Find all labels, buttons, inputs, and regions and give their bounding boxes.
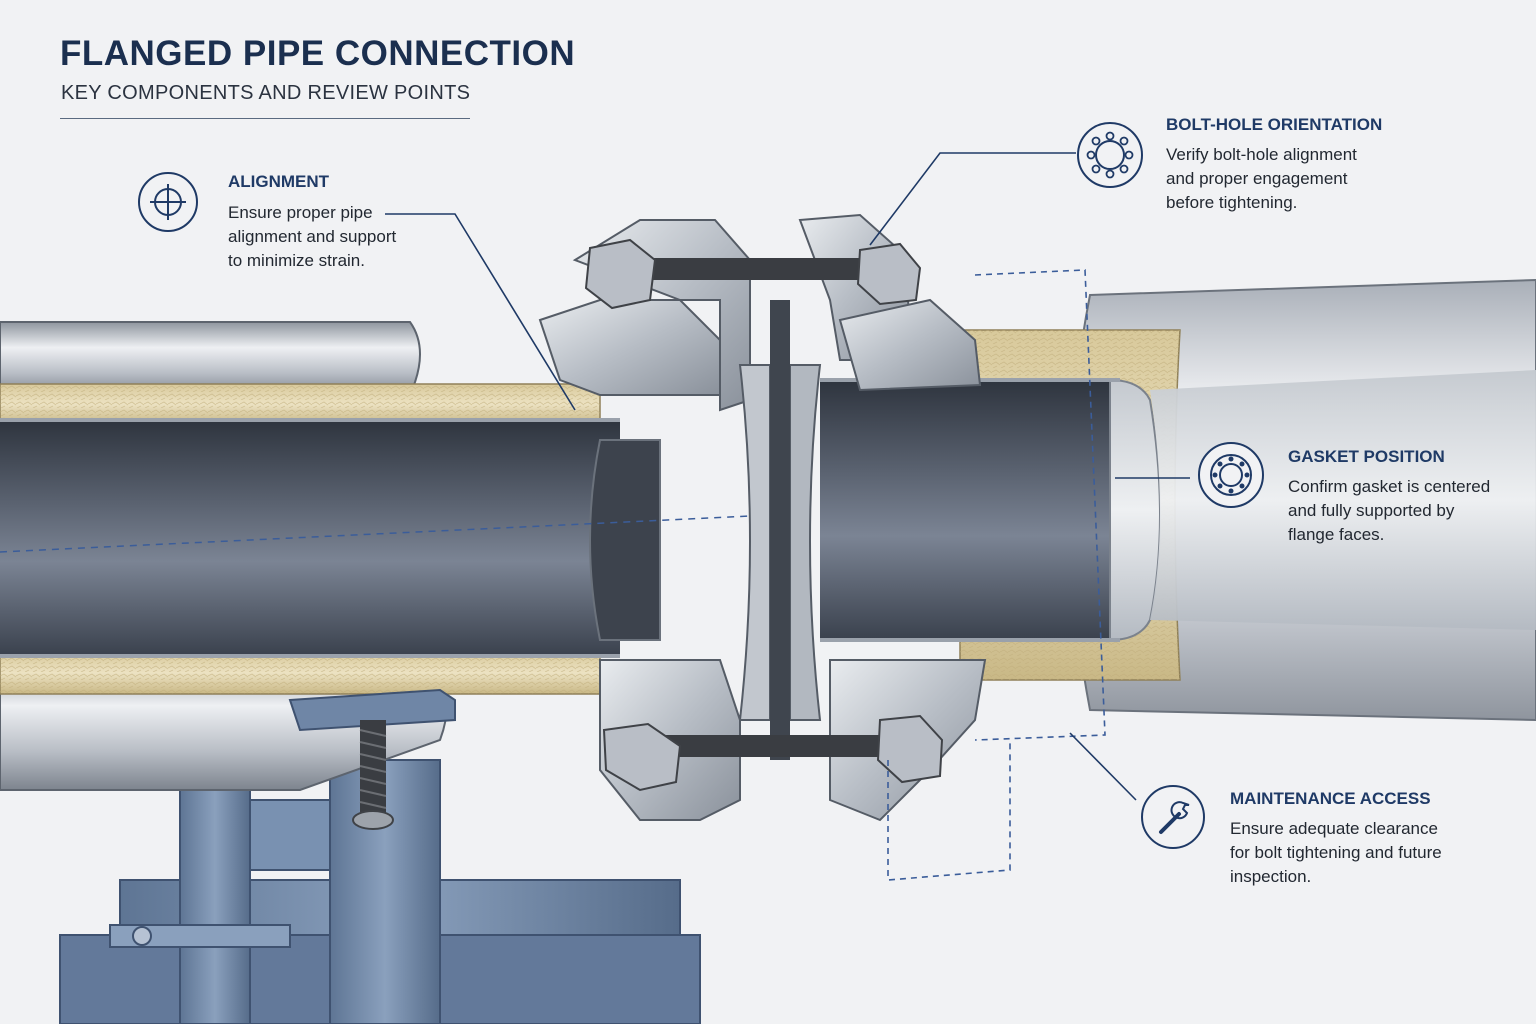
flange-assembly [538,213,987,822]
page-subtitle: KEY COMPONENTS AND REVIEW POINTS [61,82,471,104]
pipe-centerline [0,515,751,553]
callout-heading: ALIGNMENT [228,172,330,191]
callout-text: Ensure adequate clearance for bolt tight… [1230,819,1442,886]
pipe-clamp [288,688,456,830]
callout-text: Verify bolt-hole alignment and proper en… [1166,145,1357,212]
crosshair-icon [138,172,198,232]
gasket-ring-icon [1198,442,1264,508]
lower-bolt [602,714,944,792]
callout-text: Confirm gasket is centered and fully sup… [1288,477,1491,544]
leader-lines [385,152,1190,801]
bolt-circle-icon [1077,122,1143,188]
callout-text: Ensure proper pipe alignment and support… [228,203,397,270]
title-divider [60,118,470,119]
page-title: FLANGED PIPE CONNECTION [60,34,576,73]
wrench-icon [1141,785,1205,849]
right-pipe [820,278,1536,722]
callout-heading: GASKET POSITION [1288,447,1445,466]
left-pipe-jacket [0,321,620,791]
callout-heading: BOLT-HOLE ORIENTATION [1166,115,1383,134]
clearance-dimension [887,269,1106,881]
upper-bolt [584,238,922,310]
callout-heading: MAINTENANCE ACCESS [1230,789,1431,808]
